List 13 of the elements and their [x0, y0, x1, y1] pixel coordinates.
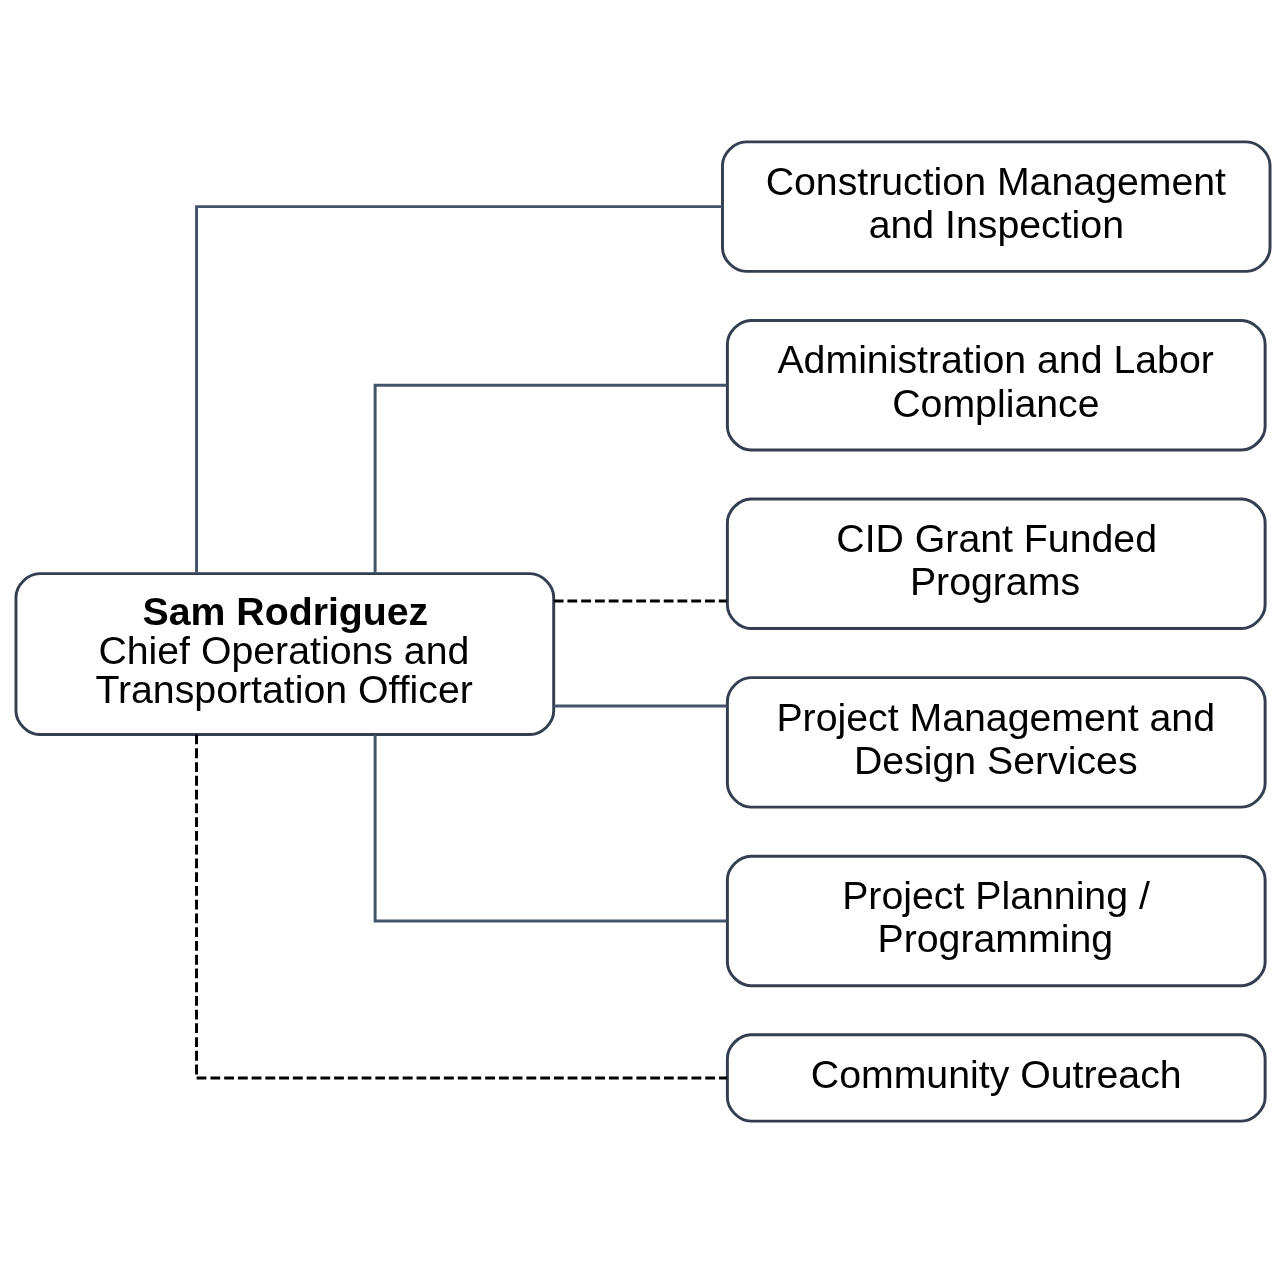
connector	[373, 383, 727, 574]
node-box: Sam Rodriguez Chief Operations and Transportation Officer	[14, 572, 556, 736]
node-box: Construction Management and Inspection	[721, 140, 1272, 273]
connector	[373, 734, 727, 923]
node-box: Project Management and Design Services	[725, 676, 1267, 809]
node-box: Administration and Labor Compliance	[725, 318, 1267, 452]
connector	[195, 205, 723, 574]
connector	[553, 704, 727, 708]
node-box: Project Planning / Programming	[725, 854, 1267, 988]
node-box: CID Grant Funded Programs	[725, 497, 1267, 631]
node-box: Community Outreach	[725, 1033, 1267, 1123]
connector	[195, 734, 728, 1080]
connector	[553, 599, 727, 603]
